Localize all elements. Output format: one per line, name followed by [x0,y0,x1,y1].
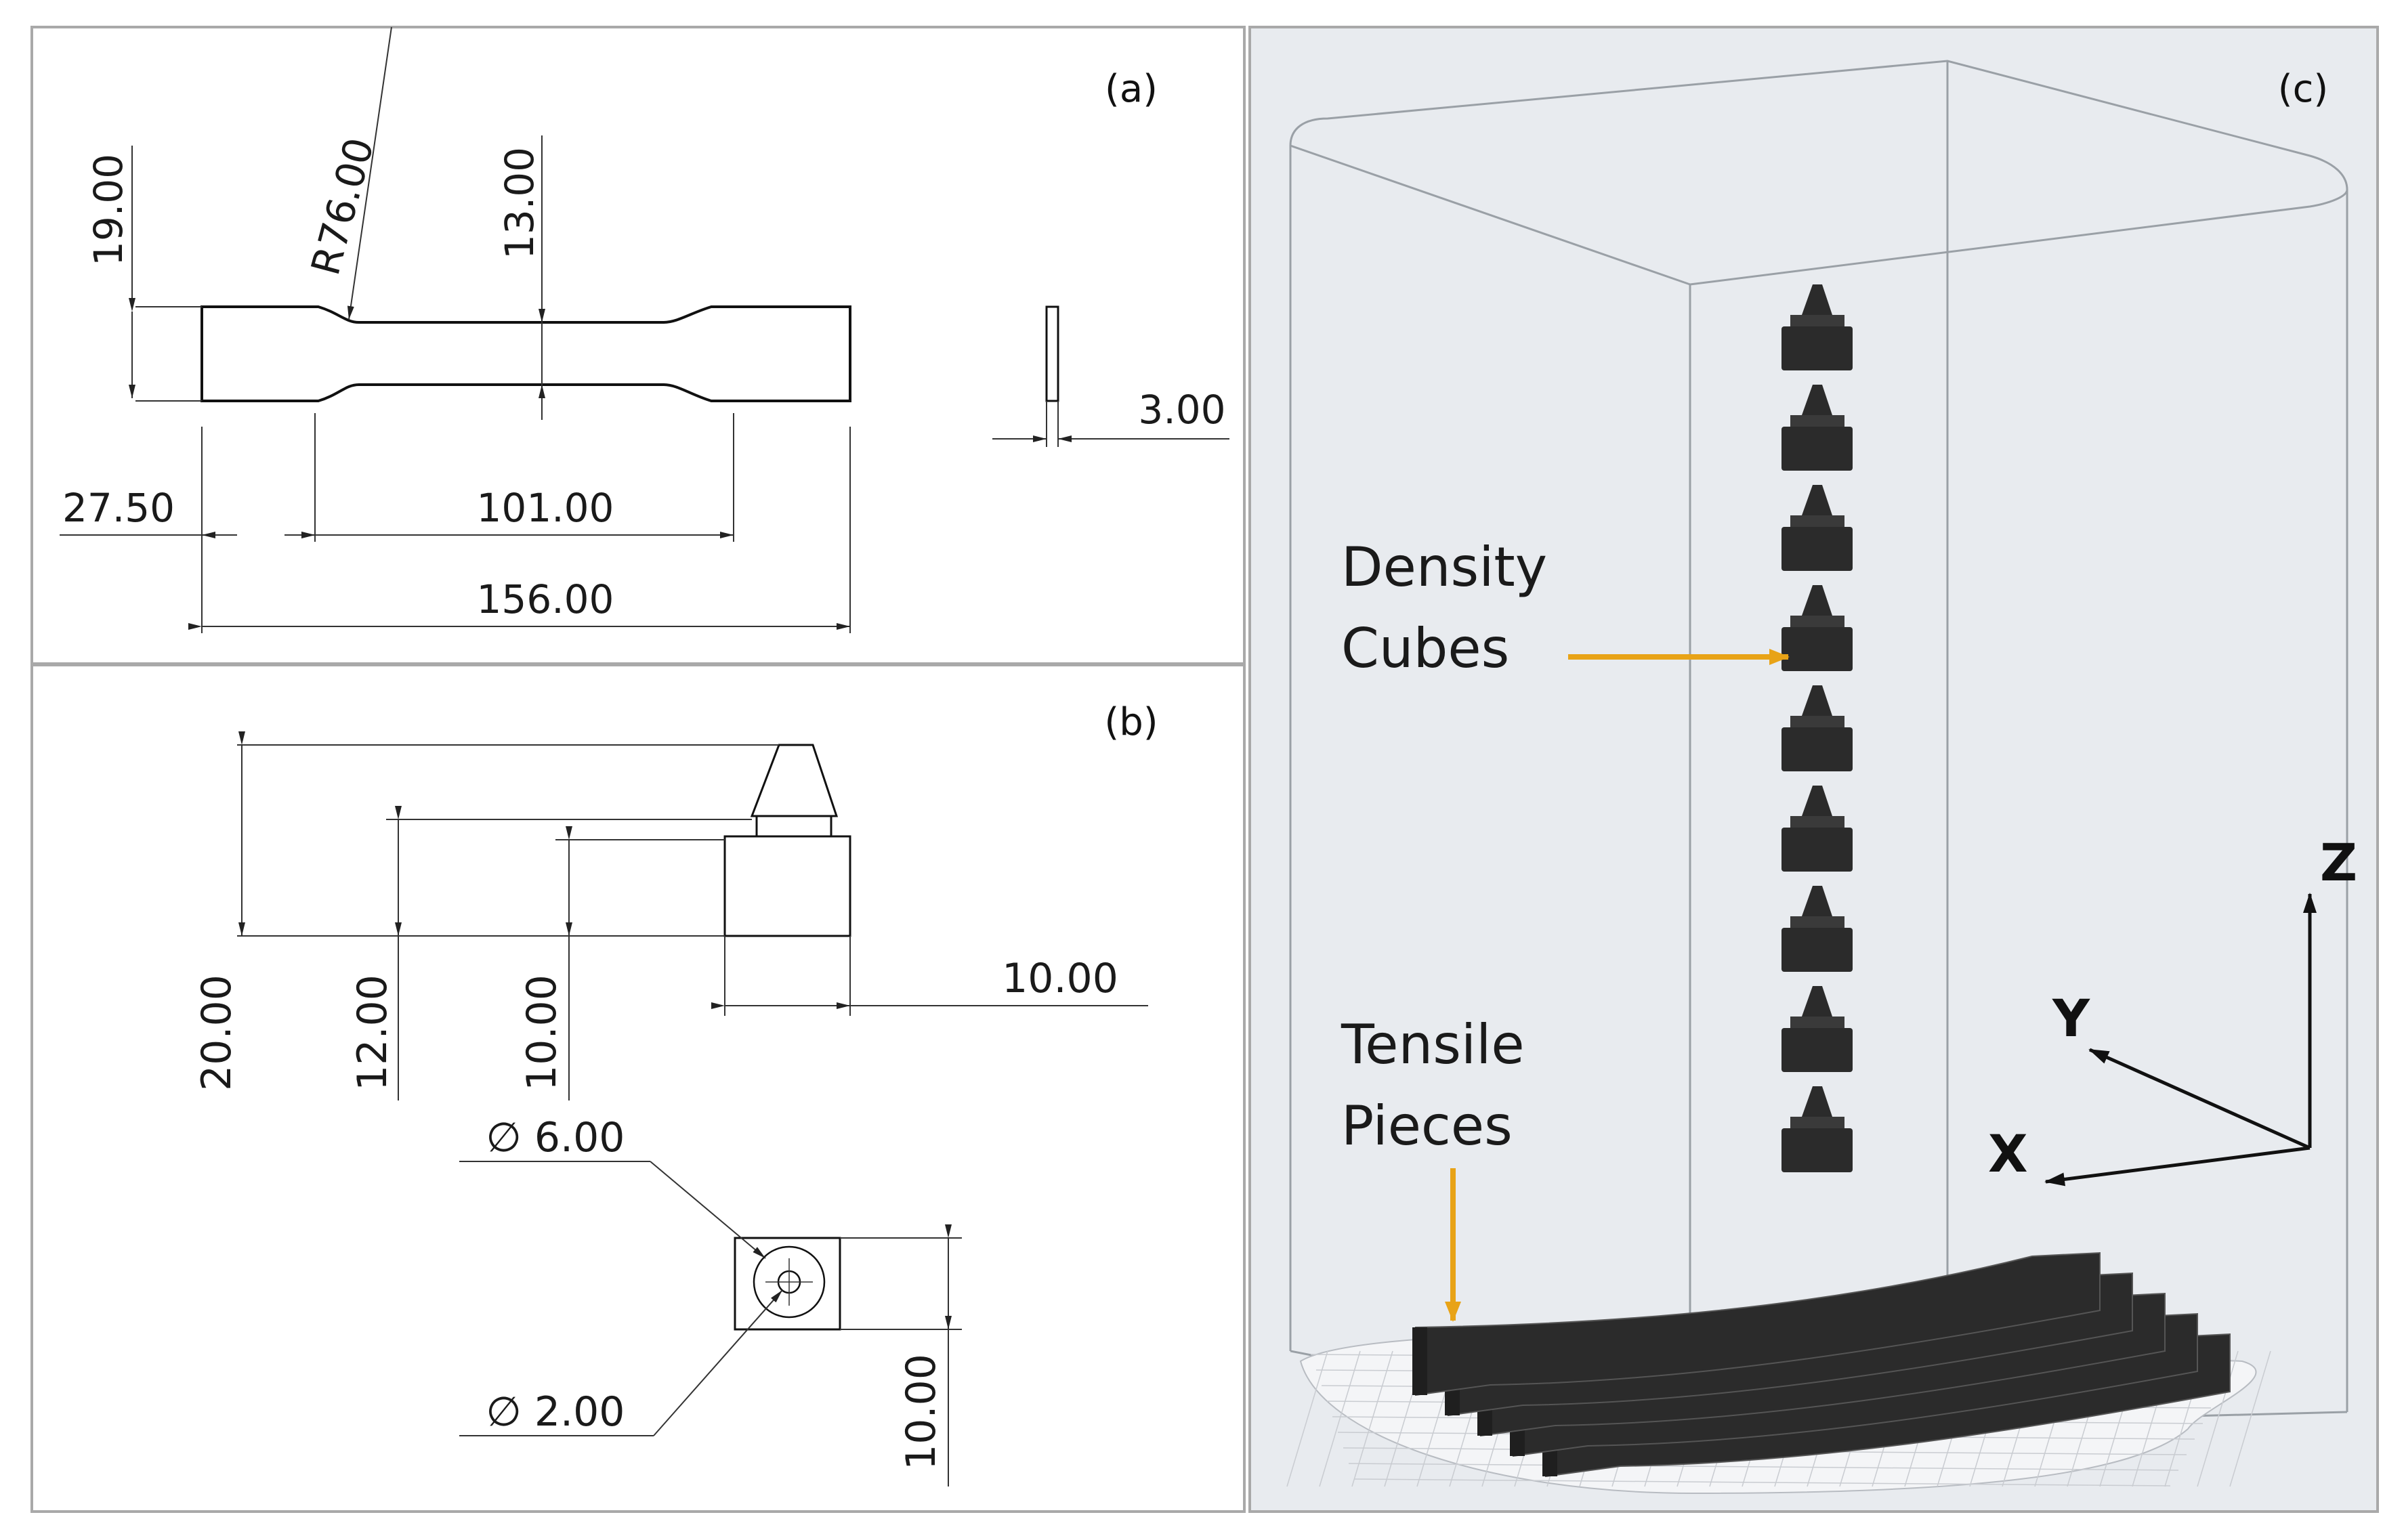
density-label-line2: Cubes [1341,617,1509,680]
z-axis-label: Z [2320,832,2357,893]
cube-cone-tip [750,744,839,817]
density-cube [1781,685,1853,771]
dim-gauge-length: 101.00 [477,485,614,531]
dim-total-height: 20.00 [193,975,240,1091]
x-axis-line [2044,1146,2311,1186]
density-cube [1781,485,1853,571]
density-cube [1781,886,1853,972]
density-cube [1781,585,1853,671]
panel-c-label: (c) [2278,67,2328,111]
dim-gauge-width: 13.00 [497,147,543,259]
panel-b-frame [30,664,1246,1513]
dim-grip-length: 27.50 [62,485,175,531]
y-axis-label: Y [2052,988,2090,1048]
panel-b: (b) 20.00 12.00 10.00 10.00 [30,664,1246,1513]
dim-outer-diameter: ∅ 6.00 [486,1114,625,1161]
panel-a-label: (a) [1105,67,1158,111]
density-cubes [1781,284,1853,1172]
tensile-label-line2: Pieces [1341,1094,1513,1157]
dim-inner-diameter: ∅ 2.00 [486,1388,625,1436]
density-cube [1781,1086,1853,1172]
tensile-specimen-outline [201,305,851,402]
dim-overall-length: 156.00 [477,576,614,622]
cube-body [723,835,851,937]
x-axis-label: X [1988,1124,2028,1184]
density-label-line1: Density [1341,536,1547,599]
tensile-label-line1: Tensile [1341,1013,1525,1076]
cube-top-view [734,1237,841,1331]
y-axis-line [2088,1048,2311,1150]
dim-base-plus-neck: 12.00 [349,975,396,1091]
dim-overall-height: 19.00 [85,154,131,266]
panel-a: (a) 19.00 R76.00 13.00 3.00 27.50 [30,26,1246,665]
density-cube [1781,986,1853,1072]
outer-circle [753,1245,826,1319]
dim-cube-height: 10.00 [518,975,566,1091]
dim-thickness: 3.00 [1138,387,1225,433]
axes-triad: Z Y X [1988,832,2357,1186]
tensile-pieces [1412,1252,2231,1478]
density-cube [1781,786,1853,872]
dim-top-view-side: 10.00 [898,1354,945,1470]
tensile-piece [1412,1252,2101,1396]
dim-cube-width: 10.00 [1002,955,1118,1002]
density-cube [1781,284,1853,370]
panel-b-label: (b) [1104,700,1158,744]
specimen-side-view [1045,305,1059,402]
panel-c: (c) Density Cubes Tensile Pieces [1248,26,2379,1513]
cube-neck [755,815,832,838]
density-cube [1781,385,1853,471]
panel-a-frame [30,26,1246,665]
